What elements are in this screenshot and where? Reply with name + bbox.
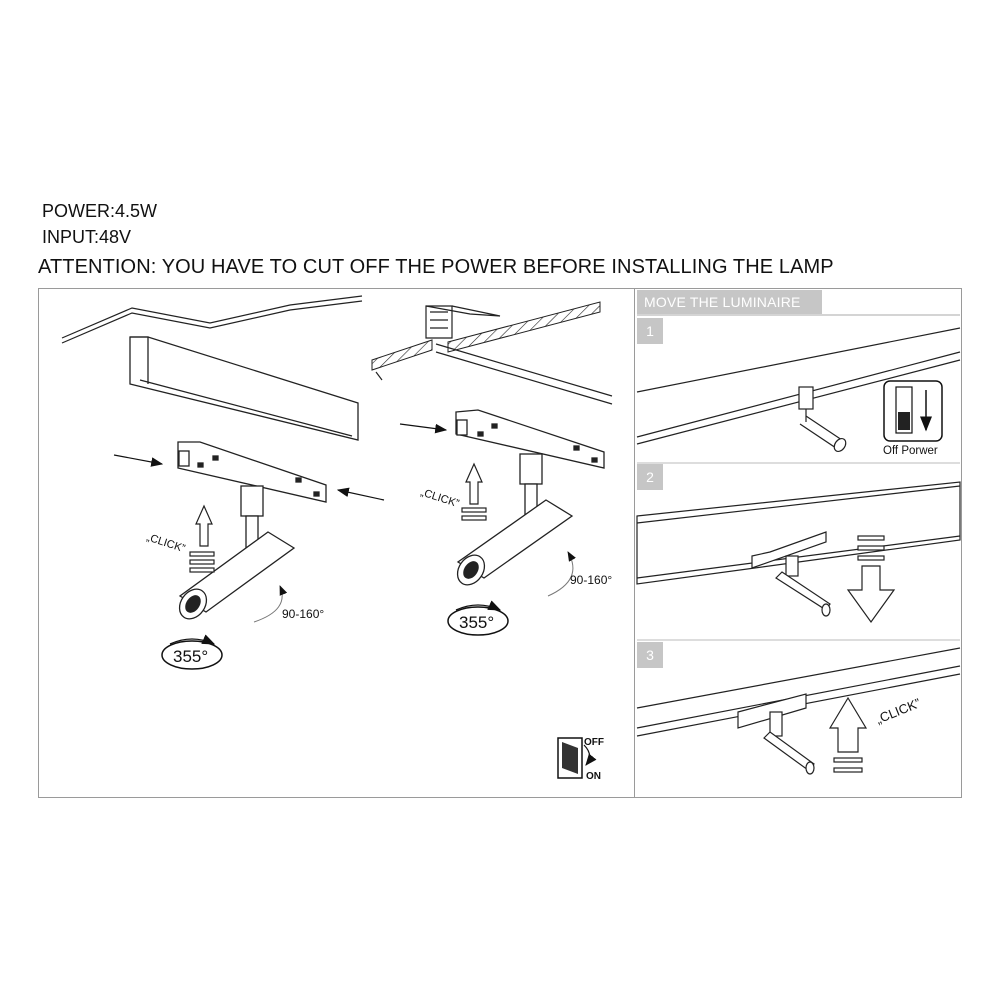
step2-badge: 2	[637, 464, 663, 490]
power-spec: POWER:4.5W	[42, 201, 158, 221]
panel-divider	[634, 288, 635, 798]
left-connector-block	[177, 441, 327, 503]
switch-off-label: OFF	[584, 737, 604, 748]
left-ceiling-line	[61, 295, 363, 344]
middle-rotation-label: 355°	[459, 613, 494, 632]
move-luminaire-header: MOVE THE LUMINAIRE	[637, 290, 822, 314]
step1-switch-icon	[883, 380, 943, 442]
left-rotation-badge: 355°	[161, 634, 223, 670]
step3-illustration	[636, 647, 961, 775]
left-track-rail	[129, 336, 359, 441]
left-rotation-label: 355°	[173, 647, 208, 666]
left-tilt-arc	[253, 585, 288, 623]
middle-spotlight	[456, 453, 574, 586]
left-magnet-icon	[189, 504, 215, 573]
input-spec: INPUT:48V	[42, 227, 132, 247]
middle-insert-arrow	[399, 423, 448, 434]
left-tilt-label: 90-160°	[282, 607, 324, 621]
switch-on-label: ON	[586, 771, 601, 782]
left-spotlight	[178, 485, 296, 620]
power-switch-icon: OFF ON	[557, 737, 604, 782]
left-insert-arrows	[113, 454, 385, 501]
step1-illustration	[636, 314, 961, 453]
step3-click-label: „CLICK”	[874, 695, 923, 726]
step3-badge: 3	[637, 642, 663, 668]
middle-connector-block	[455, 409, 605, 469]
middle-track-rail	[375, 305, 613, 405]
middle-tilt-label: 90-160°	[570, 573, 612, 587]
middle-click-label: „CLICK”	[419, 486, 461, 510]
middle-magnet-icon	[461, 462, 487, 521]
instruction-frame	[38, 288, 962, 798]
left-click-label: „CLICK”	[145, 531, 187, 555]
middle-tilt-arc	[547, 551, 576, 597]
middle-ceiling-hatched	[371, 301, 601, 371]
step2-magnet-icon	[846, 535, 896, 624]
attention-warning: ATTENTION: YOU HAVE TO CUT OFF THE POWER…	[38, 256, 834, 278]
step1-caption: Off Porwer	[883, 445, 938, 457]
step2-illustration	[636, 481, 961, 617]
middle-rotation-badge: 355°	[447, 600, 509, 636]
step1-badge: 1	[637, 318, 663, 344]
step3-magnet-icon	[828, 696, 868, 773]
